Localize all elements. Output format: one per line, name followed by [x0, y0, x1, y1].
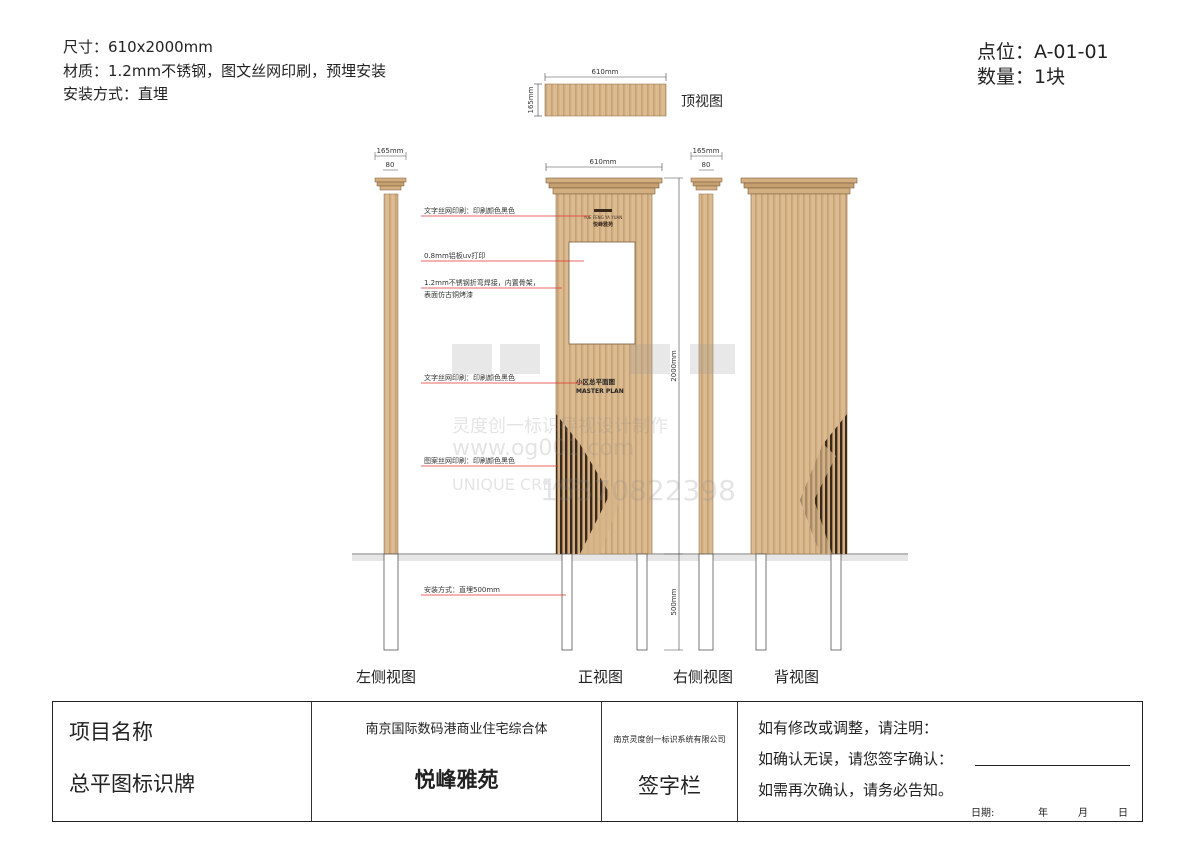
front-view: 610mm YUE FENG YA YUAN 悦峰雅苑 小区总平面图 MASTE… [545, 158, 683, 651]
annotation-texts: 文字丝网印刷：印刷颜色黑色 0.8mm铝板uv打印 1.2mm不锈钢折弯焊接，内… [424, 206, 540, 594]
ground-hatch [352, 555, 908, 561]
project-short-name: 悦峰雅苑 [414, 768, 499, 792]
height-below-dim: 500mm [670, 588, 678, 615]
title-block: 项目名称 总平图标识牌 南京国际数码港商业住宅综合体 悦峰雅苑 南京灵度创一标识… [52, 701, 1143, 822]
watermark-cn: 灵度创一标识导视设计制作 [452, 416, 668, 437]
logo-mark [594, 209, 612, 212]
spec-install: 安装方式：直埋 [63, 85, 169, 103]
signature-cell: 南京灵度创一标识系统有限公司 签字栏 [601, 702, 737, 821]
elevation-drawing: 610mm 165mm 顶视图 165mm 80 610mm [352, 68, 908, 651]
top-view-panel [544, 83, 667, 117]
height-above-dim: 2000mm [670, 350, 678, 382]
logo-cn: 悦峰雅苑 [593, 221, 613, 228]
back-view [740, 177, 858, 651]
plan-title-en: MASTER PLAN [576, 388, 624, 395]
annot-text-5: 文字丝网印刷：印刷颜色黑色 [424, 373, 515, 382]
quantity: 数量：1块 [977, 66, 1066, 88]
label-back-view: 背视图 [774, 668, 820, 686]
right-side-view: 165mm 80 [690, 147, 723, 651]
top-depth-dim: 165mm [527, 86, 535, 113]
watermark-phone: 15370822398 [540, 474, 736, 507]
watermark: 灵度创一标识导视设计制作 www.og001.com UNIQUE CREATE… [452, 344, 736, 507]
project-name-cell: 项目名称 总平图标识牌 [53, 702, 311, 821]
watermark-url: www.og001.com [452, 436, 634, 461]
note-confirm: 如确认无误，请您签字确认： [758, 750, 954, 768]
company-name: 南京灵度创一标识系统有限公司 [613, 735, 726, 744]
note-reconfirm: 如需再次确认，请务必告知。 [758, 781, 954, 799]
top-width-dim: 610mm [592, 68, 619, 76]
project-name-label: 项目名称 [69, 720, 153, 744]
note-modify: 如有修改或调整，请注明： [758, 719, 939, 737]
front-width-dim: 610mm [590, 158, 617, 166]
date-day: 日 [1118, 808, 1128, 819]
label-left-view: 左侧视图 [356, 668, 417, 686]
annotation-leaders [421, 215, 590, 596]
left-total-dim: 165mm [377, 147, 404, 155]
front-stripe-pattern [556, 414, 610, 554]
spec-material: 材质：1.2mm不锈钢，图文丝网印刷，预埋安装 [63, 62, 387, 80]
top-view-label: 顶视图 [681, 94, 723, 110]
date-month: 月 [1078, 808, 1088, 819]
left-side-view: 165mm 80 [374, 147, 407, 651]
annot-text-7: 安装方式：直埋500mm [424, 585, 500, 594]
date-label: 日期: [971, 808, 995, 819]
spec-size: 尺寸：610x2000mm [63, 38, 213, 56]
watermark-en: UNIQUE CREATE [452, 475, 582, 494]
annot-text-2: 0.8mm铝板uv打印 [424, 251, 485, 260]
right-total-dim: 165mm [693, 147, 720, 155]
project-title-cell: 南京国际数码港商业住宅综合体 悦峰雅苑 [311, 702, 601, 821]
map-window [568, 241, 636, 345]
label-front-view: 正视图 [578, 668, 624, 686]
point-code: 点位：A-01-01 [977, 41, 1109, 63]
left-post [383, 193, 399, 555]
annot-text-1: 文字丝网印刷：印刷颜色黑色 [424, 206, 515, 215]
left-footing [383, 553, 399, 651]
project-full-name: 南京国际数码港商业住宅综合体 [365, 722, 548, 737]
logo-en: YUE FENG YA YUAN [583, 215, 623, 220]
date-year: 年 [1038, 808, 1048, 819]
label-right-view: 右侧视图 [673, 668, 734, 686]
signature-label: 签字栏 [638, 774, 701, 798]
annot-text-6: 图案丝网印刷：印刷颜色黑色 [424, 456, 515, 465]
right-core-dim: 80 [702, 161, 711, 169]
plan-title-cn: 小区总平面图 [575, 377, 616, 386]
signature-line[interactable] [975, 765, 1130, 766]
left-core-dim: 80 [386, 161, 395, 169]
top-view: 610mm 165mm 顶视图 [527, 68, 723, 117]
project-name-value: 总平图标识牌 [69, 772, 195, 796]
annot-text-3: 1.2mm不锈钢折弯焊接，内置骨架， [424, 278, 540, 287]
confirmation-cell: 如有修改或调整，请注明： 如确认无误，请您签字确认： 如需再次确认，请务必告知。… [737, 702, 1142, 821]
annot-text-4: 表面仿古铜烤漆 [424, 290, 473, 299]
